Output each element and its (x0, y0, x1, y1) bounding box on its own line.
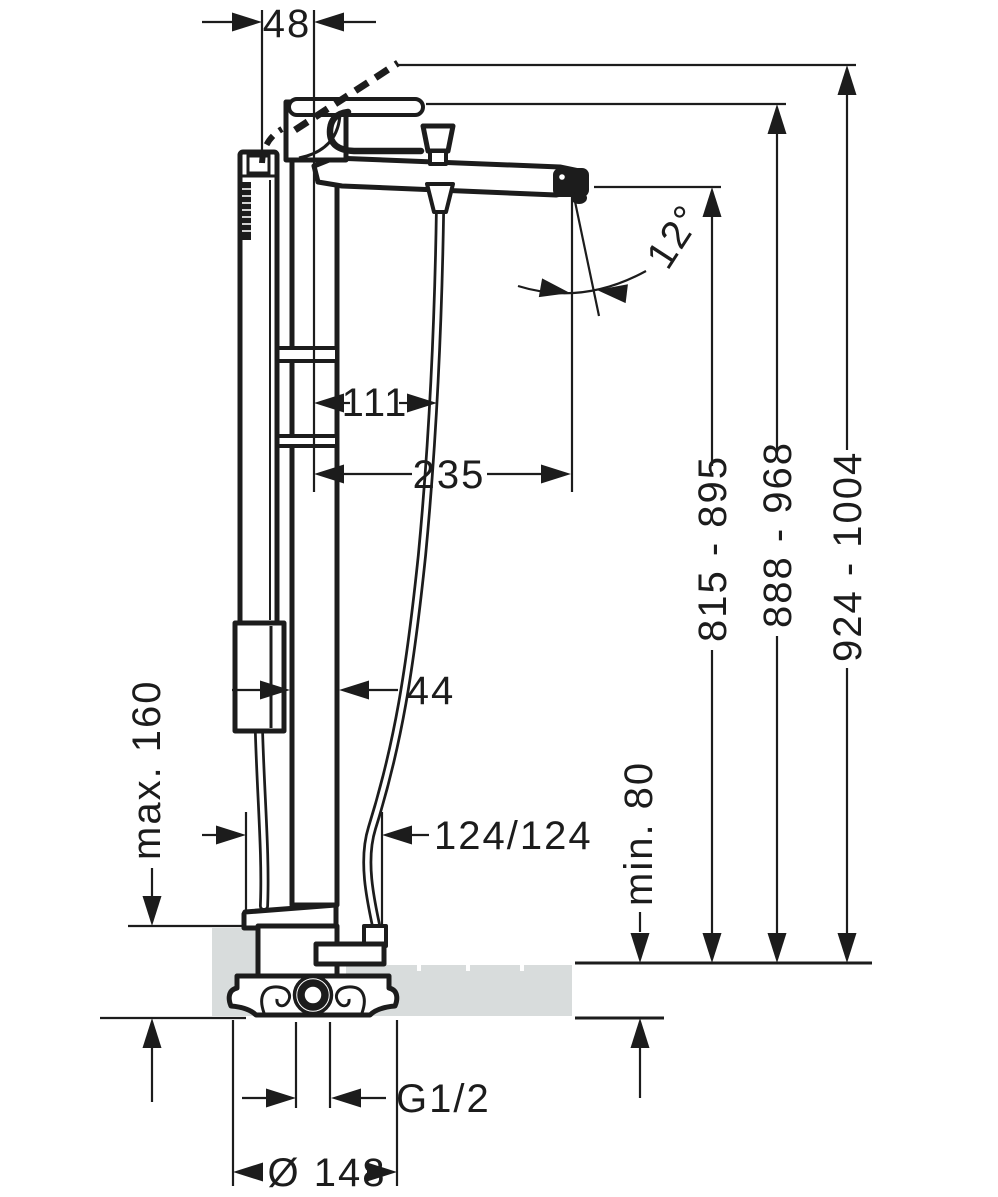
diverter-knob (420, 123, 456, 214)
flange-scroll-left (260, 985, 292, 1014)
dim-124-124-supply-spacing: 124/124 (202, 814, 593, 858)
dim-label-min-80: min. 80 (617, 761, 661, 906)
floor-tile-joint (417, 965, 421, 971)
handle-lever-raised-dashed (259, 60, 400, 164)
dim-924-1004-overall-height: 924 - 1004 (826, 65, 870, 963)
dim-12deg-spout-angle: 12° (517, 191, 711, 317)
hand-shower (232, 149, 287, 734)
base-step-plate (313, 941, 387, 967)
dim-815-895-spout-height: 815 - 895 (691, 187, 735, 963)
dim-label-12deg: 12° (638, 197, 711, 277)
supply-connection-port (297, 979, 329, 1011)
dim-label-815-895: 815 - 895 (691, 455, 735, 642)
dim-235-spout-reach: 235 (314, 453, 571, 497)
spout (311, 155, 589, 204)
dim-g12-connection-thread: G1/2 (242, 1077, 491, 1121)
dim-max-160-floor-buildup: max. 160 (125, 679, 169, 1102)
dim-label-148: Ø 148 (268, 1151, 387, 1195)
floor-tile-joint (466, 965, 470, 971)
base-assembly (226, 902, 400, 1018)
dimension-annotations: 48 111 235 12° (125, 2, 870, 1195)
dim-label-48: 48 (263, 2, 312, 46)
handshower-hook (246, 154, 271, 175)
handshower-grip-end (232, 620, 287, 734)
dim-label-924-1004: 924 - 1004 (826, 451, 870, 662)
dim-label-44: 44 (407, 669, 456, 713)
hose-nipple (425, 182, 455, 214)
dim-label-g12: G1/2 (396, 1077, 491, 1121)
dim-148-base-diameter: Ø 148 (233, 1151, 397, 1195)
flange-scroll-right (334, 985, 366, 1014)
handshower-grip-texture (242, 182, 251, 240)
handshower-hose (254, 728, 270, 911)
dim-label-max-160: max. 160 (125, 679, 169, 860)
mixer-body (259, 60, 425, 164)
holder-clamp-upper (273, 346, 339, 363)
dim-44-riser-width: 44 (232, 669, 456, 713)
dim-48-handshower-offset: 48 (202, 2, 376, 46)
dim-111-hose-offset: 111 (314, 381, 437, 425)
dim-label-235: 235 (413, 453, 486, 497)
mixer-hose (362, 207, 445, 935)
handle-lever (287, 97, 425, 117)
dim-888-968-handle-height: 888 - 968 (756, 104, 800, 963)
holder-clamp-lower (273, 434, 339, 448)
dim-label-888-968: 888 - 968 (756, 441, 800, 628)
dim-min-80-install-depth: min. 80 (617, 761, 661, 1098)
floor-tile-joint (520, 965, 524, 971)
dim-label-111: 111 (342, 381, 409, 425)
bath-mixer-product (226, 60, 589, 1018)
dim-label-124-124: 124/124 (434, 814, 593, 858)
aerator (553, 168, 589, 197)
